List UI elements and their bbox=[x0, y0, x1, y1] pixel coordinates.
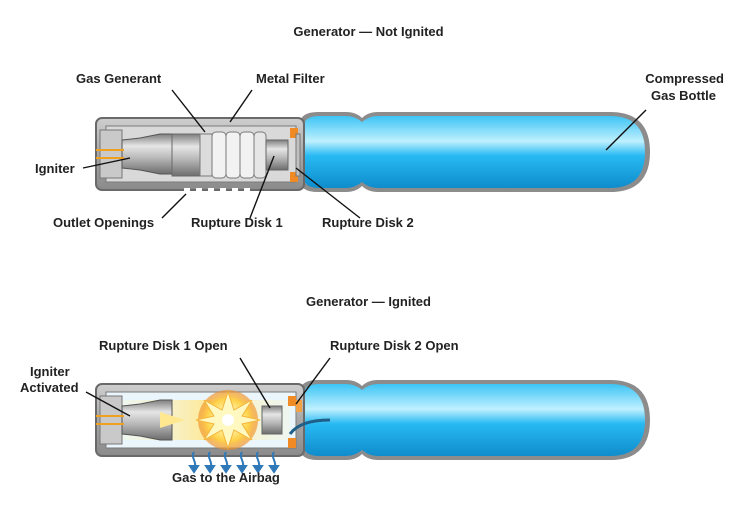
rupture-disk-1-open bbox=[261, 405, 283, 435]
label-igniter: Igniter bbox=[35, 161, 75, 176]
label-metal-filter: Metal Filter bbox=[256, 71, 325, 86]
label-rupture-disk-2: Rupture Disk 2 bbox=[322, 215, 414, 230]
label-rupture-disk-2-open: Rupture Disk 2 Open bbox=[330, 338, 459, 353]
label-rupture-disk-1: Rupture Disk 1 bbox=[191, 215, 283, 230]
leader-lines-bottom bbox=[85, 357, 331, 417]
outlet-openings-top bbox=[184, 188, 250, 191]
rupture-disk-1-top bbox=[265, 139, 289, 171]
generator-not-ignited bbox=[82, 89, 650, 219]
explosion-burst bbox=[195, 390, 261, 450]
rupture-disk-2-top bbox=[290, 128, 301, 182]
label-gas-bottle: Gas Bottle bbox=[650, 88, 716, 103]
generator-ignited bbox=[85, 357, 650, 474]
label-igniter-activated: Activated bbox=[20, 380, 79, 395]
metal-filter-top bbox=[211, 131, 267, 179]
title-ignited: Generator — Ignited bbox=[306, 294, 431, 309]
rupture-disk-2-open bbox=[288, 396, 331, 448]
label-rupture-disk-1-open: Rupture Disk 1 Open bbox=[99, 338, 228, 353]
label-gas-to-airbag: Gas to the Airbag bbox=[172, 470, 280, 485]
gas-flow-arrows bbox=[188, 451, 280, 474]
label-compressed: Compressed bbox=[645, 71, 724, 86]
label-outlet-openings: Outlet Openings bbox=[53, 215, 155, 230]
title-not-ignited: Generator — Not Ignited bbox=[293, 24, 444, 39]
label-gas-generant: Gas Generant bbox=[76, 71, 162, 86]
gas-generant-top bbox=[171, 133, 213, 177]
label-igniter-line1: Igniter bbox=[30, 364, 70, 379]
igniter-top bbox=[96, 129, 173, 179]
leader-lines-top bbox=[82, 89, 647, 219]
